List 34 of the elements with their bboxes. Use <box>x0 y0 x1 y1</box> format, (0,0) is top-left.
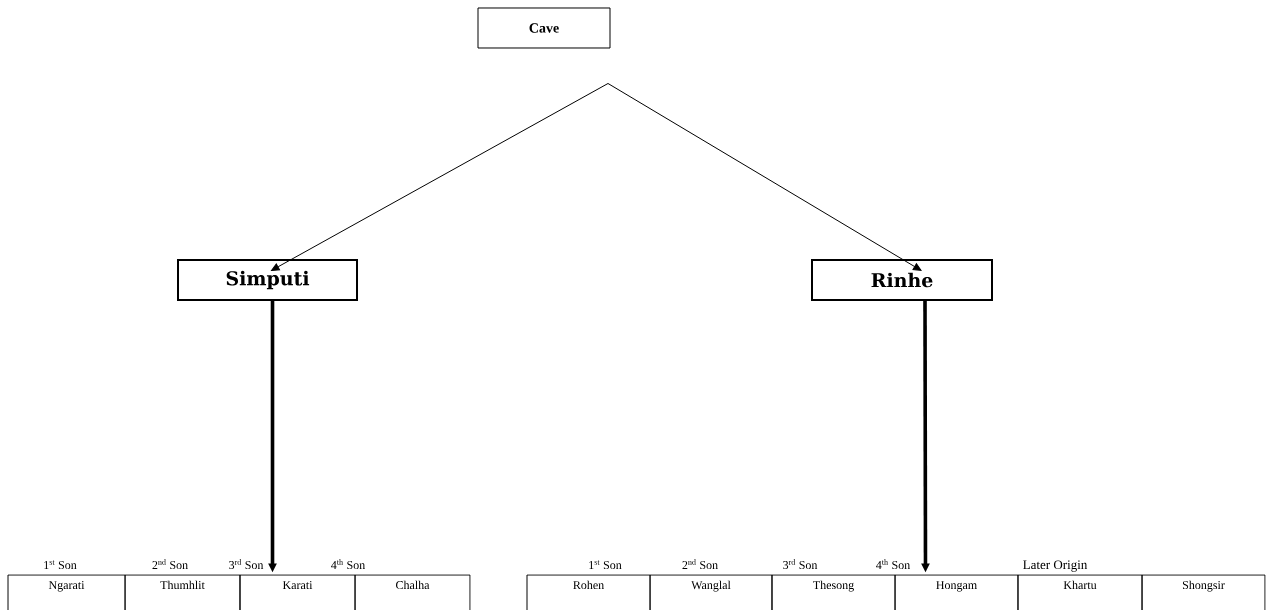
son-label: 1$^{st}$ Son <box>44 560 77 570</box>
son-label: 1$^{st}$ Son <box>589 560 622 570</box>
ancestor-box: Simputi <box>177 259 358 301</box>
clan-name: Rohen <box>573 580 604 590</box>
son-label: 4$^{th}$ Son <box>876 559 910 570</box>
ancestor-box: Rinhe <box>811 259 993 301</box>
note-label: Later Origin <box>1023 560 1088 572</box>
clan-cell <box>124 574 241 610</box>
clan-name: Thumhlit <box>160 580 205 590</box>
clan-cell <box>649 574 773 610</box>
clan-cell <box>1141 574 1266 610</box>
son-label: 2$^{nd}$ Son <box>682 559 718 570</box>
clan-name: Hongam <box>936 581 977 592</box>
son-label: 3$^{rd}$ Son <box>783 559 818 570</box>
clan-cell <box>771 574 896 610</box>
clan-cell <box>239 574 356 610</box>
son-label: 3$^{rd}$ Son <box>229 559 264 570</box>
clan-name: Chalha <box>396 580 430 590</box>
son-label: 2$^{nd}$ Son <box>152 559 188 570</box>
arrow <box>607 83 922 271</box>
clan-cell <box>1017 574 1143 610</box>
clan-name: Khartu <box>1063 580 1097 590</box>
clan-cell <box>354 574 471 610</box>
clan-cell <box>526 574 651 610</box>
clan-name: Wanglal <box>691 580 731 592</box>
clan-name: Thesong <box>813 580 854 592</box>
root-box: Cave <box>477 7 611 49</box>
clan-name: Ngarati <box>48 581 85 592</box>
clan-name: Shongsir <box>1182 580 1225 592</box>
arrow <box>271 83 609 271</box>
clan-cell <box>894 574 1019 610</box>
clan-name: Karati <box>282 581 313 590</box>
clan-cell <box>7 574 126 610</box>
son-label: 4$^{th}$ Son <box>331 559 365 570</box>
